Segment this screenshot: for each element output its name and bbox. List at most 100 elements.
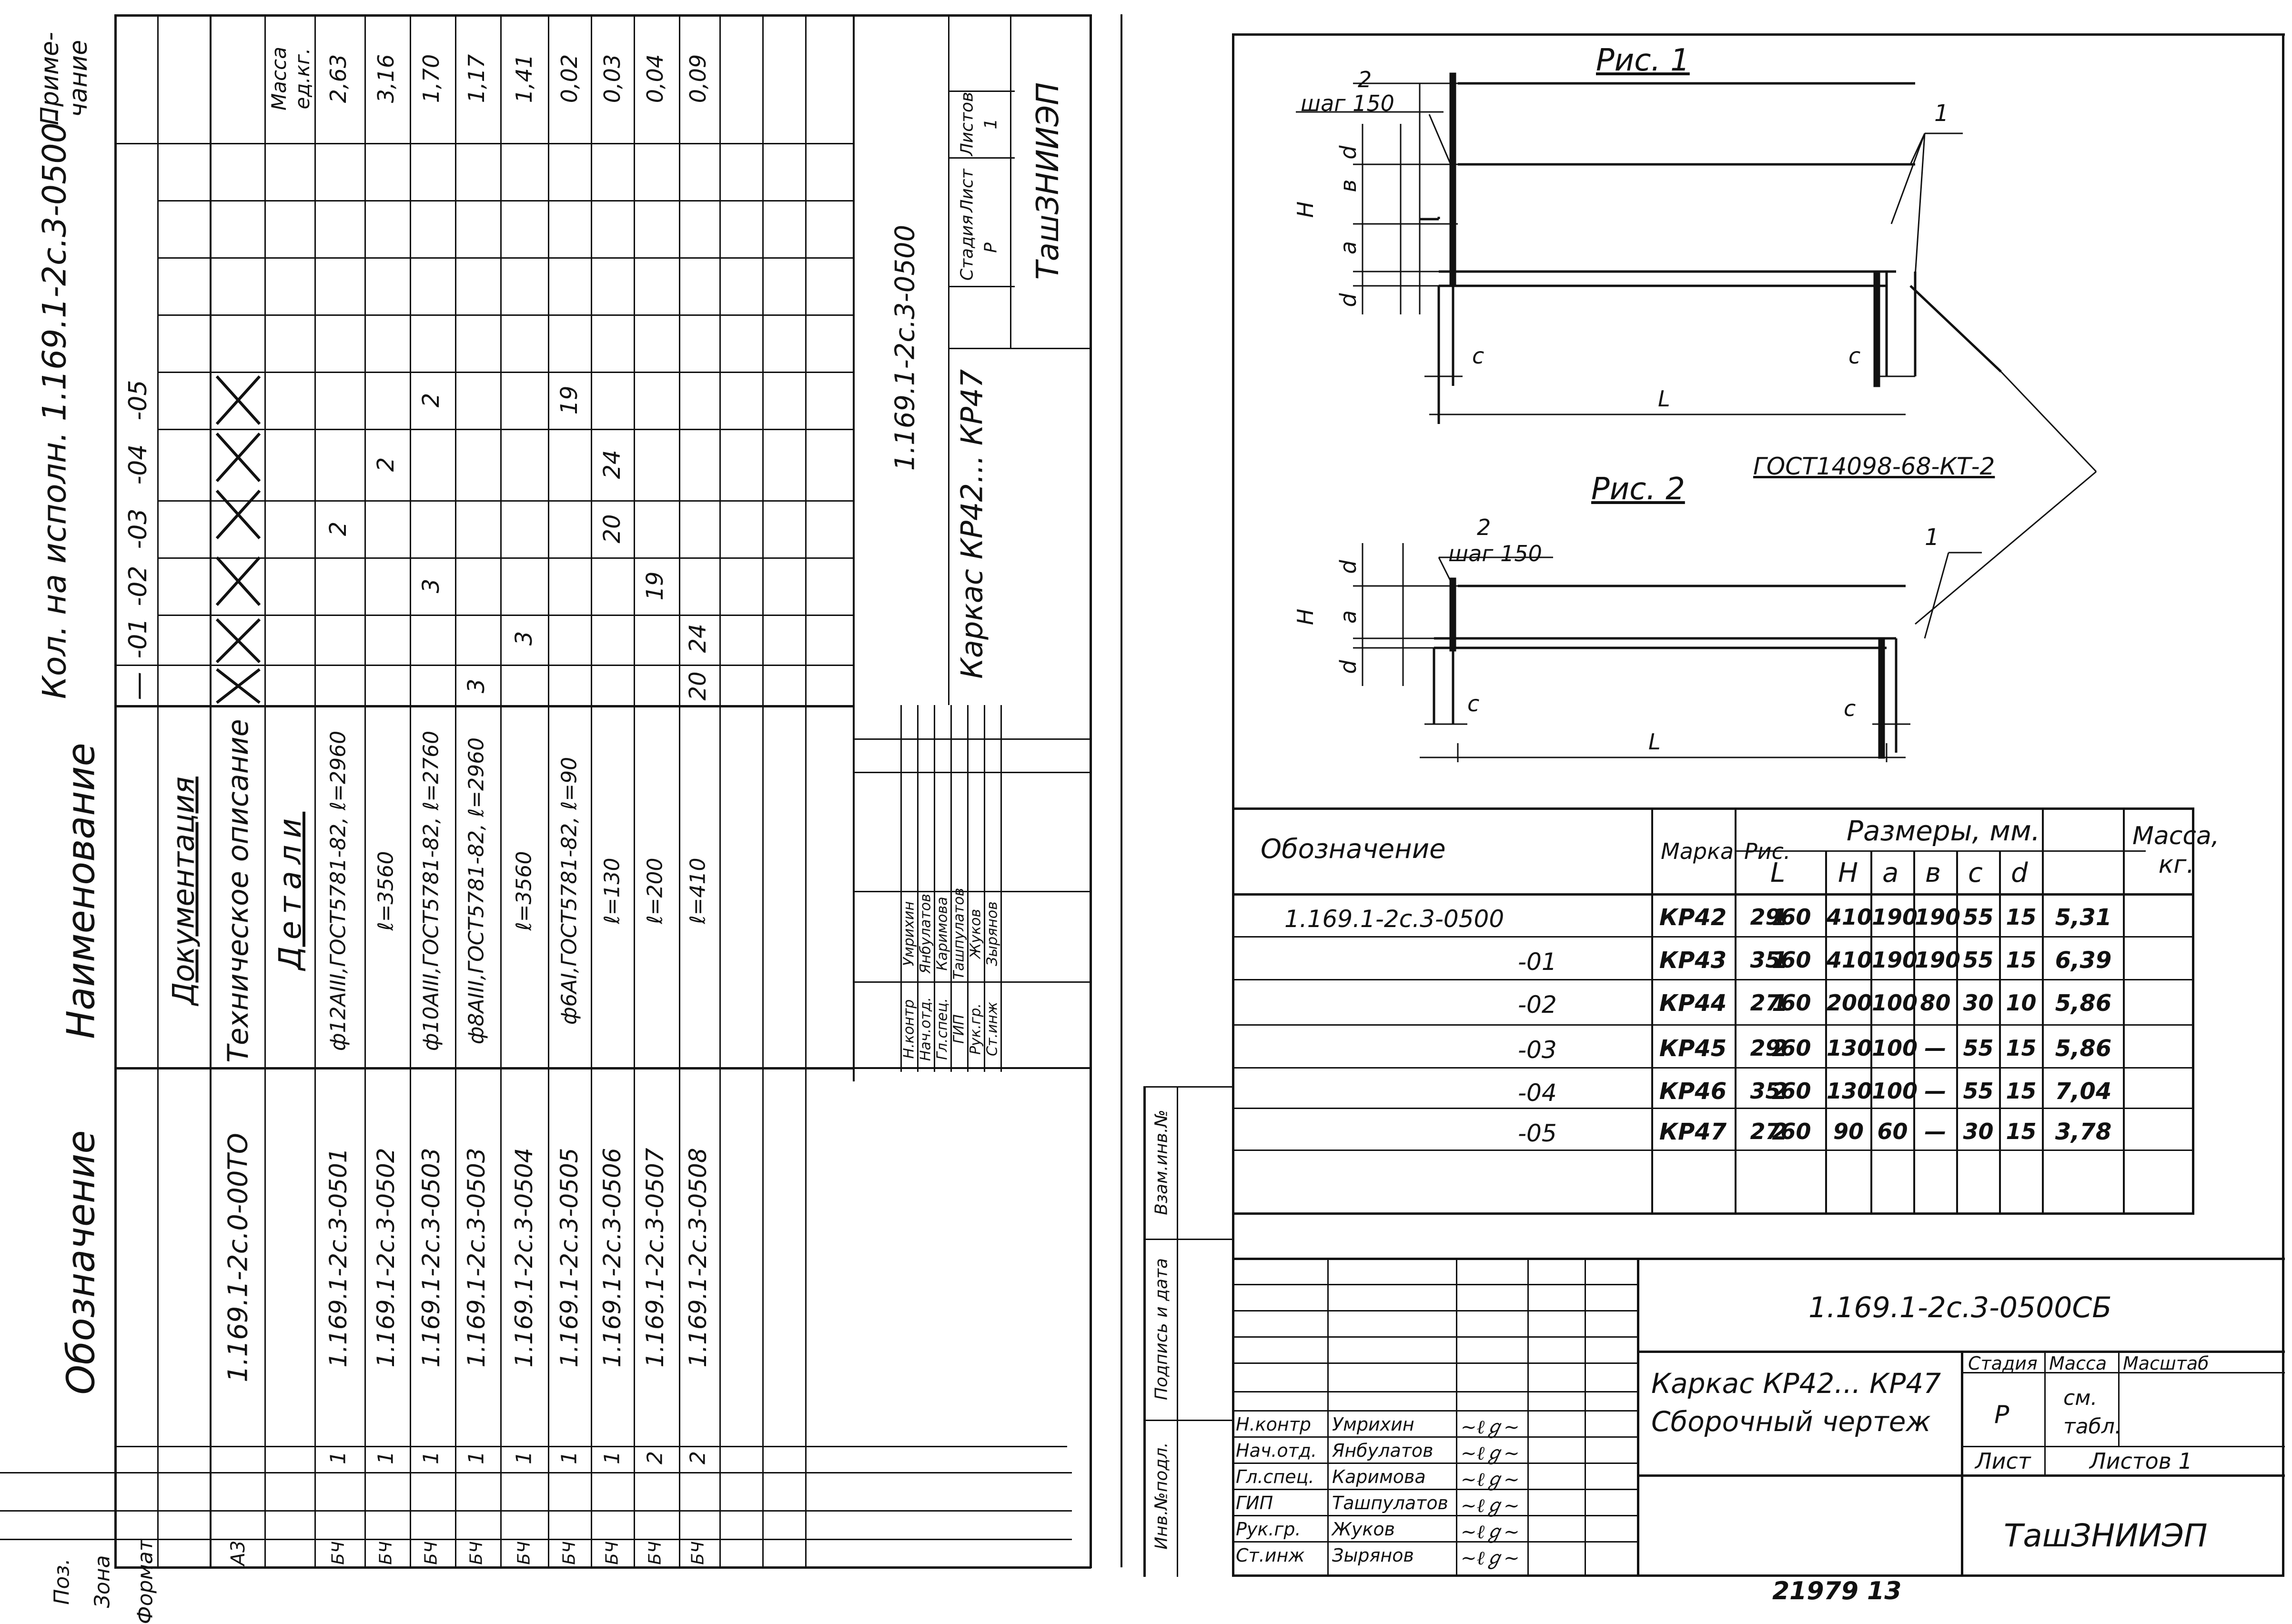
col-name-header: Наименование (59, 743, 103, 1039)
spec-detail-designation: 1.169.1-2с.3-0507 (641, 1148, 669, 1368)
spec-detail-name: ф8АIII,ГОСТ5781-82, ℓ=2960 (464, 737, 489, 1045)
tbl-size-a: 60 (1877, 1119, 1908, 1144)
spec-detail-qty: 19 (556, 385, 583, 415)
title-stage-label: Стадия (1968, 1353, 2038, 1374)
tbl-mark: КР47 (1659, 1119, 1727, 1145)
spec-detail-format: БЧ (645, 1541, 665, 1565)
title-mass: см. табл. (2063, 1386, 2121, 1439)
spec-detail-designation: 1.169.1-2с.3-0504 (510, 1148, 538, 1368)
title-scale-label: Масштаб (2123, 1353, 2209, 1374)
title-person-name: Жуков (1332, 1519, 1395, 1540)
doc-section-title: Документация (166, 777, 201, 1005)
fig2-title: Рис. 2 (1591, 472, 1685, 507)
tbl-size-b: 80 (1920, 990, 1951, 1016)
signature: ~ℓℊ~ (1461, 1495, 1520, 1517)
spec-stage-label: Стадия (957, 214, 977, 281)
dim-d-3: d (1335, 560, 1361, 574)
tbl-size-d: 15 (2006, 1035, 2037, 1061)
drawing-sheet: Рис. 1 Рис. 2 2 шаг 150 1 ГОСТ14098-68-К… (1143, 0, 2292, 1610)
tbl-h-fig: Рис. (1744, 838, 1791, 864)
spec-sheet-label: Лист (957, 169, 977, 212)
tbl-size-a: 100 (1872, 990, 1918, 1016)
title-stage: Р (1994, 1401, 2009, 1429)
spec-person-name: Умрихин (900, 901, 918, 967)
tbl-subheader: Н (1838, 857, 1858, 888)
spec-person-name: Жуков (967, 908, 984, 959)
side-label-sign: Подпись и дата (1151, 1258, 1171, 1401)
spec-person-name: Зырянов (984, 901, 1001, 966)
dim-c-3: с (1467, 691, 1480, 716)
spec-detail-qty: 3 (463, 678, 490, 694)
spec-detail-designation: 1.169.1-2с.3-0505 (555, 1148, 583, 1368)
spec-person-role: Ст.инж (984, 1001, 1001, 1057)
spec-detail-qty: 20 (599, 514, 626, 544)
tbl-size-c: 55 (1963, 1078, 1994, 1104)
spec-detail-designation: 1.169.1-2с.3-0506 (598, 1148, 626, 1368)
spec-sheets-label: Листов (957, 91, 977, 156)
tbl-mark: КР46 (1659, 1078, 1727, 1105)
spec-detail-name: ℓ=130 (600, 857, 625, 924)
dim-H-1: Н (1292, 201, 1318, 218)
spec-detail-pos: 1 (600, 1451, 625, 1464)
spec-person-name: Каримова (934, 897, 951, 971)
spec-person-name: Ташпулатов (950, 888, 968, 980)
spec-detail-mass: 0,09 (685, 54, 711, 103)
dim-c-4: с (1844, 696, 1856, 721)
tbl-size-L: 3560 (1750, 947, 1811, 973)
spec-detail-format: БЧ (559, 1541, 579, 1565)
spec-detail-qty: 24 (685, 624, 711, 653)
col-note-header: Приме-чание (36, 32, 93, 125)
spec-detail-name: ℓ=200 (643, 857, 667, 924)
dim-c-1: с (1472, 343, 1484, 369)
tbl-size-b: — (1924, 1035, 1947, 1061)
spec-detail-designation: 1.169.1-2с.3-0508 (684, 1148, 712, 1368)
spec-detail-qty: 3 (418, 578, 444, 594)
tbl-subheader: с (1968, 857, 1983, 888)
tbl-size-L: 3560 (1750, 1078, 1811, 1104)
tbl-subheader: L (1770, 857, 1786, 888)
spec-detail-name: ф6АI,ГОСТ5781-82, ℓ=90 (557, 757, 582, 1025)
tbl-size-H: 410 (1827, 904, 1873, 930)
tbl-size-L: 2760 (1750, 990, 1811, 1016)
title-person-name: Каримова (1332, 1466, 1426, 1487)
tbl-mass: 5,86 (2055, 990, 2112, 1017)
tbl-h-designation: Обозначение (1261, 834, 1446, 865)
spec-stage: Р (981, 242, 1001, 253)
spec-detail-format: БЧ (688, 1541, 708, 1565)
tbl-fig: 2 (1772, 1078, 1788, 1105)
tbl-size-b: 190 (1915, 947, 1961, 973)
title-person-name: Ташпулатов (1332, 1493, 1448, 1513)
spec-person-role: ГИП (950, 1014, 968, 1044)
fig2-label-2: 2 (1477, 514, 1491, 540)
side-label-inv: Инв.№подл. (1151, 1442, 1171, 1550)
spec-detail-mass: 0,03 (599, 54, 625, 103)
tbl-h-mark: Марка (1661, 838, 1734, 864)
fig1-title: Рис. 1 (1596, 43, 1690, 78)
tbl-size-d: 15 (2006, 1078, 2037, 1104)
spec-detail-pos: 1 (419, 1451, 444, 1464)
tbl-size-b: — (1924, 1078, 1947, 1104)
fig1-label-2: 2 (1358, 67, 1372, 92)
col-pos-header: Поз. (50, 1558, 74, 1605)
side-label-repl: Взам.инв.№ (1151, 1110, 1171, 1215)
title-person-role: Нач.отд. (1236, 1440, 1317, 1461)
tbl-size-H: 130 (1827, 1035, 1873, 1061)
col-format-header: Формат (133, 1539, 158, 1624)
spec-detail-pos: 1 (374, 1451, 398, 1464)
gost-label: ГОСТ14098-68-КТ-2 (1753, 453, 1995, 480)
spec-detail-name: ф10АIII,ГОСТ5781-82, ℓ=2760 (419, 730, 444, 1051)
dim-a-2: а (1335, 610, 1361, 624)
col-zone-header: Зона (90, 1555, 115, 1608)
tbl-size-a: 190 (1872, 947, 1918, 973)
title-sheet-label: Лист (1975, 1448, 2031, 1474)
spec-person-role: Гл.спец. (934, 998, 951, 1060)
spec-stamp-title: Каркас КР42... КР47 (954, 369, 989, 679)
tbl-h-mass: Масса, кг. (2132, 822, 2220, 879)
dim-c-2: с (1848, 343, 1861, 369)
tbl-mark: КР45 (1659, 1035, 1727, 1062)
spec-detail-mass: 0,02 (556, 54, 582, 103)
dim-b-1: в (1335, 179, 1361, 192)
tbl-size-H: 410 (1827, 947, 1873, 973)
fig2-step: шаг 150 (1448, 541, 1542, 566)
title-mass-label: Масса (2049, 1353, 2107, 1374)
